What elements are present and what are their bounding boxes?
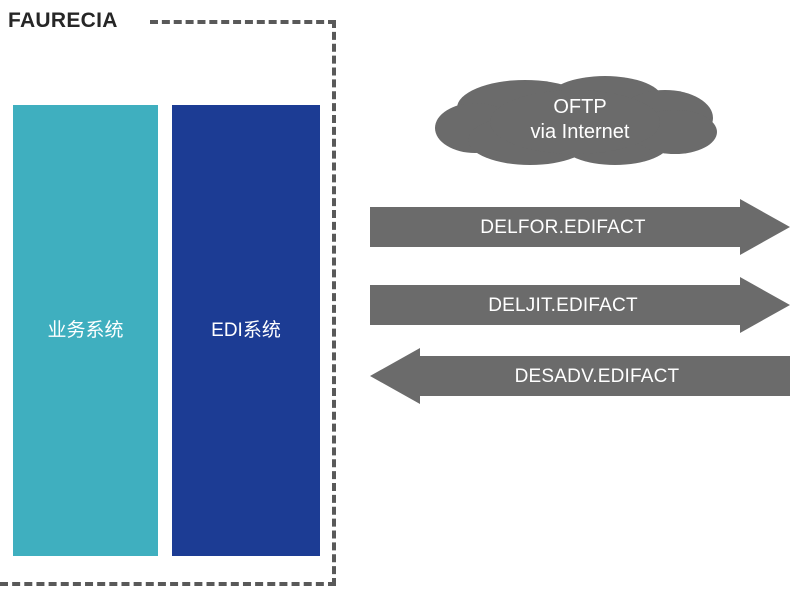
flow-arrow-delfor[interactable]: DELFOR.EDIFACT: [370, 199, 790, 255]
boundary-right-edge: [332, 20, 336, 586]
boundary-top-edge: [150, 20, 336, 24]
company-title: FAURECIA: [8, 9, 118, 32]
business-system-box[interactable]: 业务系统: [13, 105, 158, 556]
flow-arrow-desadv[interactable]: DESADV.EDIFACT: [370, 348, 790, 404]
flow-arrow-deljit[interactable]: DELJIT.EDIFACT: [370, 277, 790, 333]
arrow-right-icon: [370, 277, 790, 333]
edi-system-label: EDI系统: [211, 319, 281, 341]
cloud-icon: [435, 76, 717, 165]
business-system-label: 业务系统: [47, 319, 124, 341]
arrow-left-icon: [370, 348, 790, 404]
boundary-bottom-edge: [0, 582, 336, 586]
arrow-right-icon: [370, 199, 790, 255]
internet-cloud[interactable]: OFTP via Internet: [430, 70, 720, 170]
edi-system-box[interactable]: EDI系统: [172, 105, 320, 556]
